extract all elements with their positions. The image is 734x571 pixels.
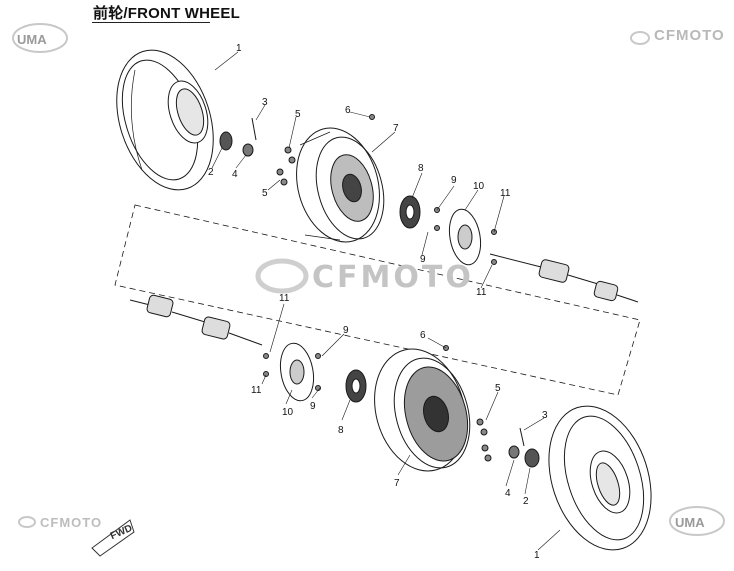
callout-top-10: 10	[473, 181, 485, 192]
bottom-hub-flange	[345, 369, 367, 403]
callout-bottom-4: 4	[505, 488, 511, 499]
callout-bottom-6: 6	[420, 330, 426, 341]
title-underline	[92, 22, 210, 23]
callout-top-6: 6	[345, 105, 351, 116]
callout-top-2: 2	[208, 167, 214, 178]
callout-bottom-3: 3	[542, 410, 548, 421]
callout-bottom-2: 2	[523, 496, 529, 507]
callout-top-1: 1	[236, 43, 242, 54]
callout-top-3: 3	[262, 97, 268, 108]
cfmoto-emblem-bottom	[18, 516, 36, 528]
callout-bottom-8: 8	[338, 425, 344, 436]
uma-label-top-left: UMA	[17, 32, 47, 47]
bottom-brake-disc	[279, 342, 315, 402]
callout-bottom-9b: 9	[310, 401, 316, 412]
cfmoto-emblem-top	[630, 31, 650, 45]
top-rim	[296, 127, 385, 243]
callout-top-5b: 5	[262, 188, 268, 199]
callout-bottom-7: 7	[394, 478, 400, 489]
top-small-parts	[219, 114, 497, 265]
callout-top-8: 8	[418, 163, 424, 174]
top-hub-flange	[399, 195, 421, 229]
top-tire	[116, 49, 214, 191]
axle-dashed-frame	[114, 204, 641, 396]
callout-bottom-1: 1	[534, 550, 540, 561]
uma-logo-top-left	[12, 23, 68, 53]
uma-logo-bottom-right	[669, 506, 725, 536]
cfmoto-watermark: CFMOTO	[312, 260, 474, 295]
callout-top-7: 7	[393, 123, 399, 134]
uma-label-bottom-right: UMA	[675, 515, 705, 530]
page-title: 前轮/FRONT WHEEL	[93, 5, 240, 22]
callout-bottom-10: 10	[282, 407, 294, 418]
fwd-arrow	[91, 519, 135, 557]
top-drive-shaft	[489, 253, 639, 303]
callout-top-5a: 5	[295, 109, 301, 120]
bottom-rim	[374, 348, 471, 472]
callout-bottom-9a: 9	[343, 325, 349, 336]
top-brake-disc	[448, 208, 482, 266]
callout-bottom-5: 5	[495, 383, 501, 394]
bottom-small-parts	[263, 345, 540, 468]
bottom-tire	[548, 405, 652, 551]
callout-bottom-11b: 11	[251, 385, 262, 396]
callout-top-4: 4	[232, 169, 238, 180]
callout-top-11b: 11	[476, 287, 487, 298]
bottom-drive-shaft	[129, 294, 263, 346]
cfmoto-brand-bottom: CFMOTO	[40, 515, 103, 530]
cfmoto-brand-top: CFMOTO	[654, 27, 725, 44]
callout-top-11a: 11	[500, 188, 511, 199]
bottom-leader-lines	[261, 303, 561, 551]
callout-bottom-11a: 11	[279, 293, 290, 304]
top-leader-lines	[211, 51, 505, 289]
callout-top-9a: 9	[451, 175, 457, 186]
callout-top-9b: 9	[420, 254, 426, 265]
cfmoto-emblem-center	[255, 258, 309, 294]
